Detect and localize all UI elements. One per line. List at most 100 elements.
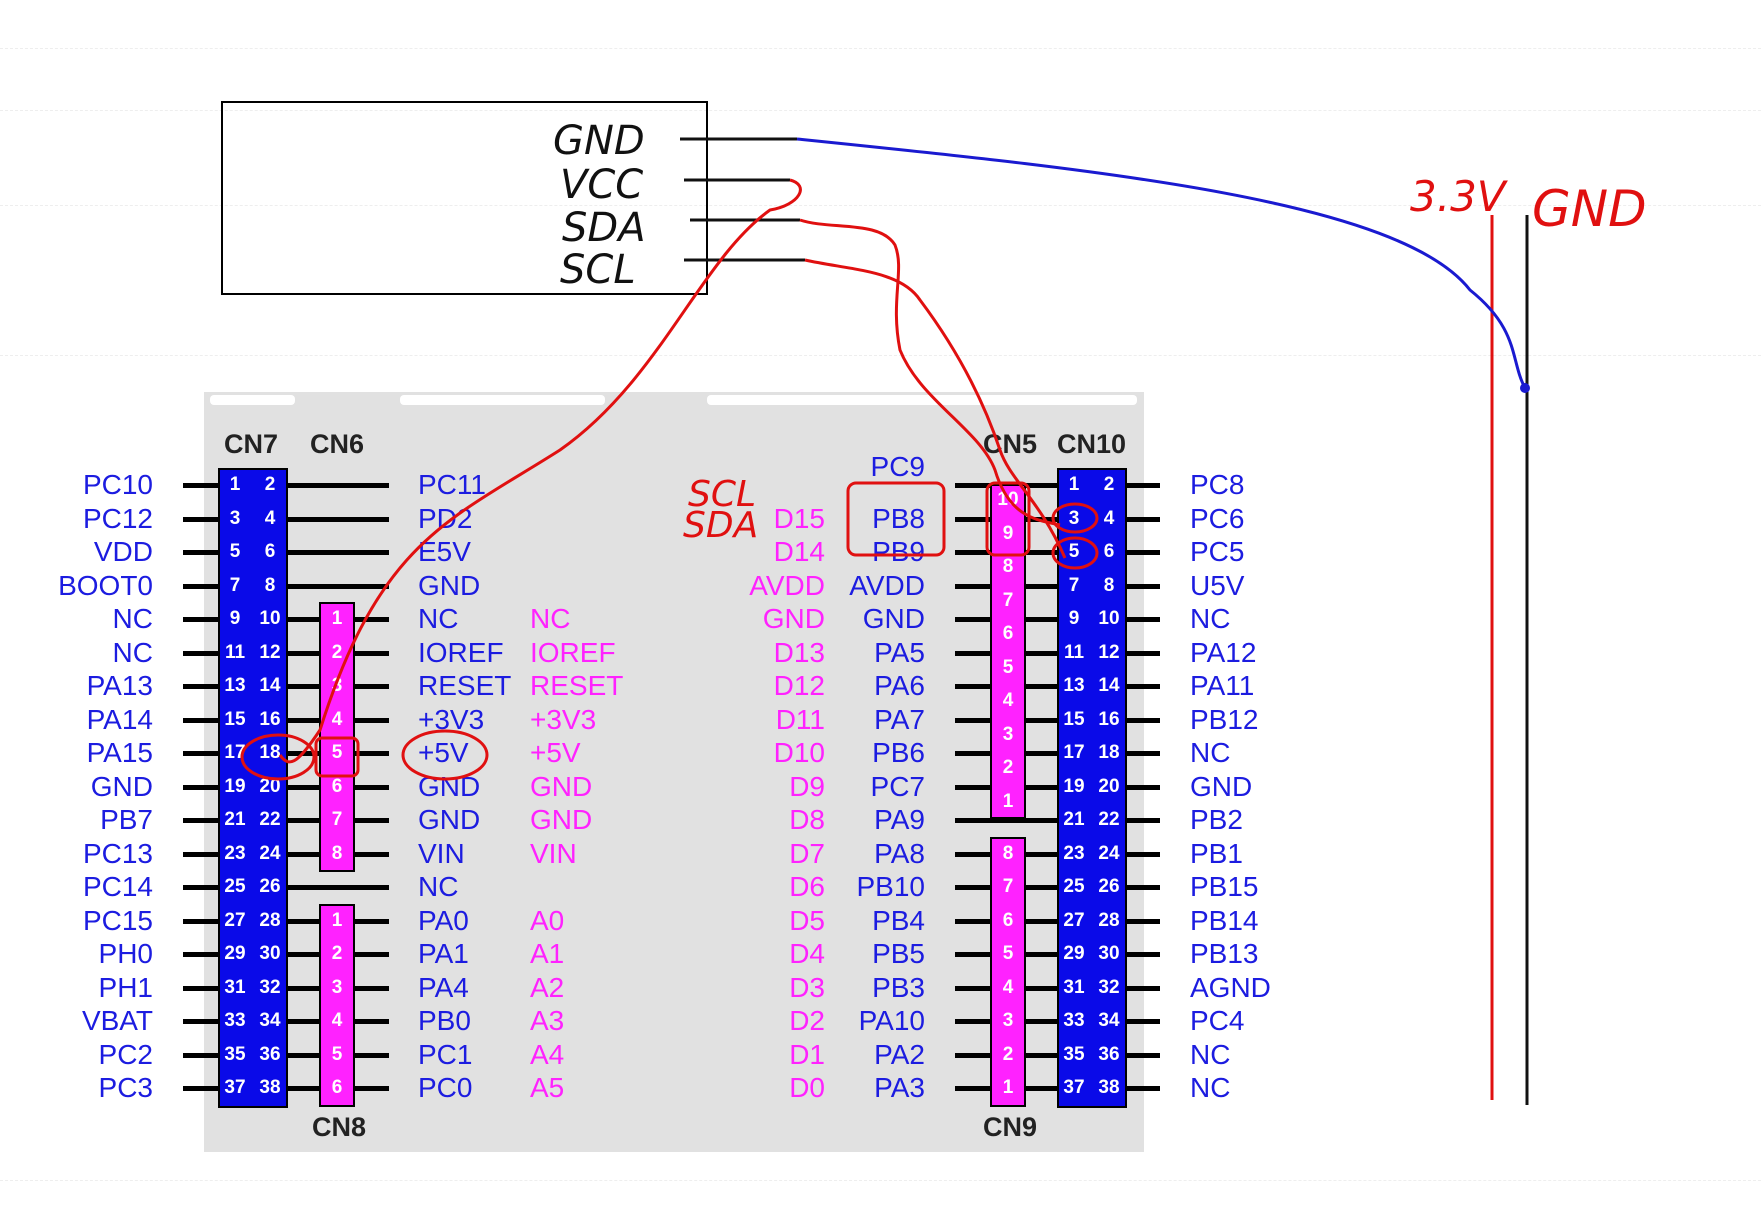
left-outer-label: GND	[90, 770, 153, 802]
left-arduino-label: VIN	[530, 837, 577, 869]
right-arduino-label: AVDD	[749, 569, 825, 601]
cn10-pin-number: 31	[1063, 976, 1085, 998]
cn7-pin-number: 23	[224, 842, 246, 864]
cn7-stub	[183, 851, 220, 857]
cn7-pin-number: 17	[224, 742, 246, 763]
cn7-pin-number: 19	[224, 775, 246, 797]
cn10-stub	[1125, 717, 1160, 723]
cn10-stub	[1125, 784, 1160, 790]
right-arduino-label: D1	[789, 1038, 825, 1070]
cn5-pin-number: 7	[1002, 589, 1014, 611]
right-arduino-label: D10	[773, 737, 825, 768]
right-outer-label: PC4	[1190, 1005, 1245, 1036]
rail-33v-label: 3.3V	[1410, 172, 1506, 221]
right-arduino-label: D13	[773, 636, 825, 668]
cn7-stub	[286, 885, 389, 890]
left-arduino-label: GND	[530, 804, 593, 835]
cn10-pin-number: 28	[1098, 909, 1120, 931]
cn10-pin-number: 24	[1098, 842, 1120, 864]
right-outer-label: NC	[1190, 1072, 1231, 1103]
right-arduino-label: GND	[762, 603, 825, 634]
cn7-stub	[183, 885, 220, 890]
cn5-pin-number: 6	[1002, 623, 1014, 644]
left-outer-label: PH0	[98, 938, 153, 969]
box-cn5-10-9	[985, 481, 1031, 557]
cn7-stub	[286, 483, 389, 488]
cn7-stub	[183, 617, 220, 622]
cn7-stub	[183, 516, 220, 522]
left-outer-label: PC13	[82, 837, 153, 869]
right-arduino-label: D7	[789, 837, 825, 869]
left-inner-label: VIN	[418, 837, 465, 869]
cn10-pin-number: 12	[1098, 641, 1120, 663]
cn10-pin-number: 25	[1063, 876, 1085, 897]
left-arduino-label: GND	[530, 770, 593, 802]
page-rule	[0, 355, 1761, 356]
cn7-stub	[183, 717, 220, 723]
left-outer-label: VDD	[93, 536, 153, 567]
cn7-pin-number: 6	[264, 541, 276, 562]
cn7-stub	[286, 583, 389, 589]
right-outer-label: PB2	[1190, 804, 1243, 835]
cn7-stub	[183, 1086, 220, 1091]
cn7-stub	[183, 650, 220, 656]
cn10-pin-number: 32	[1098, 976, 1120, 998]
cn10-stub	[1125, 483, 1160, 488]
cn10-pin-number: 9	[1068, 608, 1080, 629]
cn7-stub	[286, 516, 389, 522]
module-pin-sda: SDA	[562, 205, 646, 251]
header-cn6: CN6	[310, 429, 365, 459]
cn7-pin-number: 7	[229, 574, 241, 596]
header-cn5: CN5	[983, 429, 1038, 459]
cn10-pin-number: 19	[1063, 775, 1085, 797]
cn10-stub	[955, 818, 1059, 823]
cn10-pin-number: 26	[1098, 876, 1120, 897]
left-outer-label: VBAT	[81, 1005, 153, 1036]
right-outer-label: PB14	[1190, 904, 1259, 936]
right-outer-label: PA11	[1190, 670, 1255, 701]
wire-scl	[804, 258, 1067, 559]
right-outer-label: U5V	[1190, 569, 1245, 601]
right-arduino-label: D8	[789, 804, 825, 835]
cn10-stub	[1125, 550, 1160, 555]
right-inner-label: PC7	[870, 770, 925, 802]
cn10-pin-number: 13	[1063, 675, 1085, 696]
cn9-pin-number: 7	[1002, 876, 1014, 897]
cn10-pin-number: 34	[1098, 1010, 1120, 1031]
cn5-pin-number: 2	[1002, 757, 1014, 778]
right-arduino-label: D12	[773, 670, 825, 701]
cn8-pin-number: 3	[331, 976, 343, 998]
cn6-pin-number: 8	[331, 842, 343, 864]
right-outer-label: PC6	[1190, 502, 1245, 534]
right-outer-label: PB15	[1190, 871, 1259, 902]
wire-vcc	[278, 178, 802, 764]
left-arduino-label: IOREF	[530, 636, 616, 668]
right-inner-label: PA2	[874, 1038, 925, 1070]
right-outer-label: PC5	[1190, 536, 1245, 567]
cn7-pin-number: 24	[259, 842, 281, 864]
circle-cn10-5	[1051, 536, 1099, 570]
cn7-pin-number: 15	[224, 708, 246, 730]
right-inner-label: PA6	[874, 670, 925, 701]
page-rule	[0, 205, 1761, 206]
cn10-stub	[1125, 1052, 1160, 1058]
page-rule	[0, 48, 1761, 49]
cn7-stub	[183, 818, 220, 823]
cn6-pin-number: 2	[331, 641, 343, 663]
left-arduino-label: +3V3	[530, 703, 597, 735]
box-pb8-pb9	[846, 481, 946, 557]
right-arduino-label: D4	[789, 938, 825, 969]
cn10-pin-number: 21	[1063, 809, 1085, 830]
cn7-pin-number: 13	[224, 675, 246, 696]
left-inner-label: PB0	[418, 1005, 471, 1036]
box-cn6-pin5	[314, 736, 360, 778]
cn10-pin-number: 36	[1098, 1043, 1120, 1065]
cn7-pin-number: 37	[224, 1077, 246, 1098]
right-outer-label: PC8	[1190, 469, 1245, 500]
cn7-pin-number: 5	[229, 541, 241, 562]
left-inner-label: RESET	[418, 670, 512, 701]
cn9-pin-number: 3	[1002, 1010, 1014, 1031]
right-inner-label: PA3	[874, 1072, 925, 1103]
cn10-pin-number: 2	[1103, 474, 1115, 495]
cn7-pin-number: 1	[229, 474, 241, 495]
